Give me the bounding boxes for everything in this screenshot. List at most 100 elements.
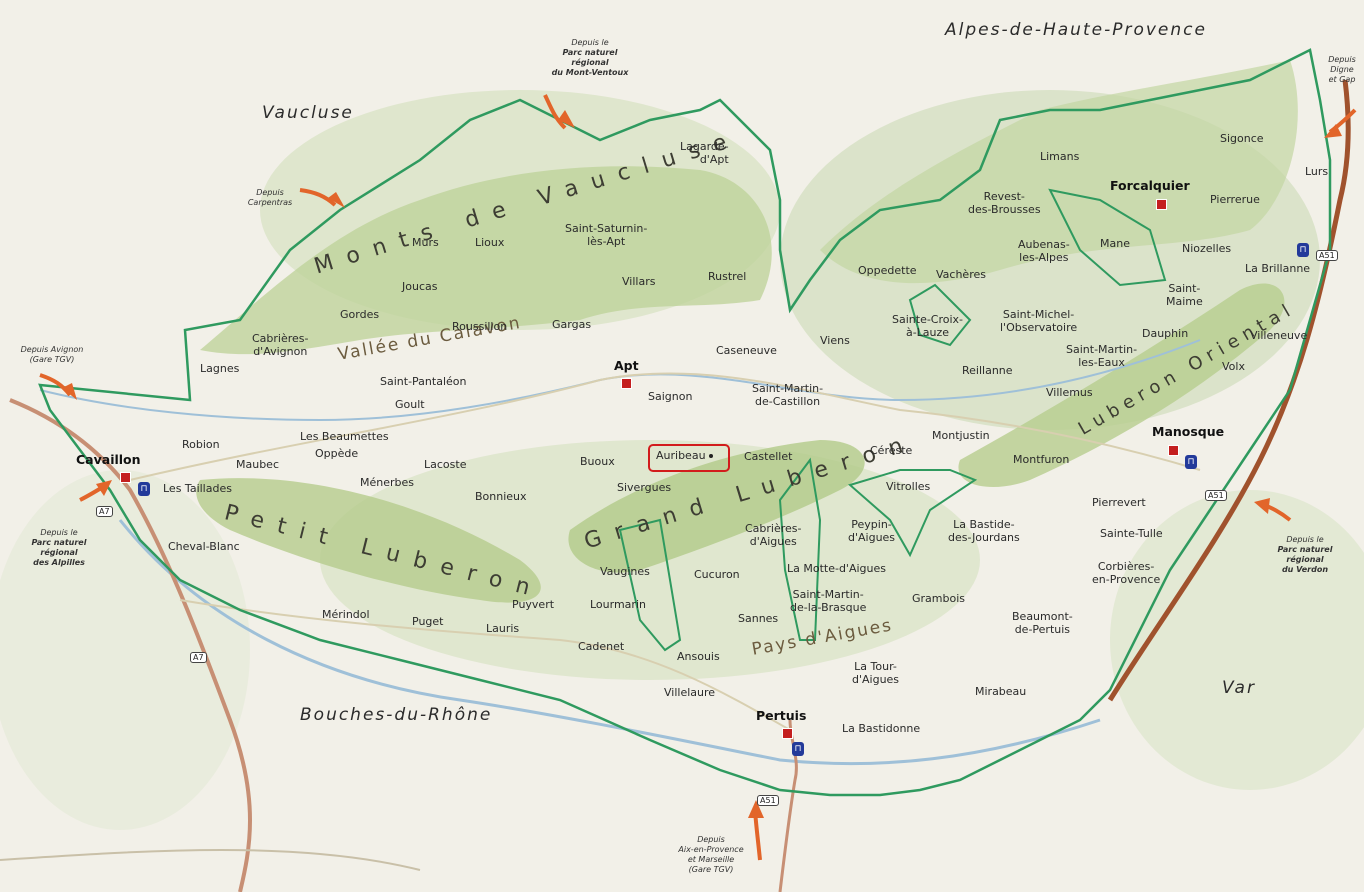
town-menerbes[interactable]: Ménerbes	[360, 476, 415, 489]
town-montjustin[interactable]: Montjustin	[932, 429, 990, 442]
town-sainte-croix-a-lauze[interactable]: Sainte-Croix- à-Lauze	[892, 313, 964, 339]
town-pierrevert[interactable]: Pierrevert	[1092, 496, 1146, 509]
town-beaumont-de-pertuis[interactable]: Beaumont- de-Pertuis	[1012, 610, 1073, 636]
town-lagarde-d-apt[interactable]: Lagarde- d'Apt	[680, 140, 729, 166]
town-saint-pantaleon[interactable]: Saint-Pantaléon	[380, 375, 467, 388]
town-les-taillades[interactable]: Les Taillades	[163, 482, 232, 495]
town-sivergues[interactable]: Sivergues	[617, 481, 672, 494]
town-villeneuve[interactable]: Villeneuve	[1250, 329, 1308, 342]
town-auribeau-label: Auribeau	[656, 449, 706, 462]
town-vitrolles[interactable]: Vitrolles	[886, 480, 931, 493]
town-murs[interactable]: Murs	[412, 236, 439, 249]
town-caseneuve[interactable]: Caseneuve	[716, 344, 777, 357]
note-from-digne-gap: Depuis Digne et Gap	[1322, 55, 1362, 85]
city-cavaillon[interactable]: Cavaillon	[76, 452, 141, 467]
town-saint-martin-de-la-brasque[interactable]: Saint-Martin- de-la-Brasque	[790, 588, 867, 614]
train-station-icon: ⊓	[138, 482, 150, 496]
town-lacoste[interactable]: Lacoste	[424, 458, 467, 471]
town-merindol[interactable]: Mérindol	[322, 608, 370, 621]
note-line: Parc naturel régional	[31, 538, 87, 557]
note-from-alpilles: Depuis le Parc naturel régional des Alpi…	[14, 528, 104, 568]
note-from-carpentras: Depuis Carpentras	[240, 188, 300, 208]
town-viens[interactable]: Viens	[820, 334, 850, 347]
town-goult[interactable]: Goult	[395, 398, 425, 411]
town-bonnieux[interactable]: Bonnieux	[475, 490, 527, 503]
city-pertuis[interactable]: Pertuis	[756, 708, 807, 723]
town-niozelles[interactable]: Niozelles	[1182, 242, 1232, 255]
town-saignon[interactable]: Saignon	[648, 390, 693, 403]
train-station-icon: ⊓	[1297, 243, 1309, 257]
town-cucuron[interactable]: Cucuron	[694, 568, 740, 581]
town-rustrel[interactable]: Rustrel	[708, 270, 747, 283]
town-maubec[interactable]: Maubec	[236, 458, 280, 471]
town-vacheres[interactable]: Vachères	[936, 268, 986, 281]
note-line: Depuis le	[40, 528, 78, 537]
town-villelaure[interactable]: Villelaure	[664, 686, 716, 699]
town-mane[interactable]: Mane	[1100, 237, 1130, 250]
town-lagnes[interactable]: Lagnes	[200, 362, 240, 375]
town-cheval-blanc[interactable]: Cheval-Blanc	[168, 540, 240, 553]
town-saint-martin-les-eaux[interactable]: Saint-Martin- les-Eaux	[1066, 343, 1138, 369]
town-oppedette[interactable]: Oppedette	[858, 264, 917, 277]
town-lioux[interactable]: Lioux	[475, 236, 505, 249]
town-la-tour-d-aigues[interactable]: La Tour- d'Aigues	[852, 660, 900, 686]
town-cabrieres-d-avignon[interactable]: Cabrières- d'Avignon	[252, 332, 309, 358]
town-saint-saturnin-les-apt[interactable]: Saint-Saturnin- lès-Apt	[565, 222, 648, 248]
town-gordes[interactable]: Gordes	[340, 308, 380, 321]
town-saint-maime[interactable]: Saint- Maime	[1166, 282, 1203, 308]
town-saint-michel-l-observatoire[interactable]: Saint-Michel- l'Observatoire	[1000, 308, 1078, 334]
highlight-box-auribeau	[648, 444, 730, 472]
town-villars[interactable]: Villars	[622, 275, 656, 288]
city-pin-pertuis	[782, 728, 793, 739]
town-lauris[interactable]: Lauris	[486, 622, 520, 635]
city-apt[interactable]: Apt	[614, 358, 639, 373]
town-grambois[interactable]: Grambois	[912, 592, 966, 605]
town-cereste[interactable]: Céreste	[870, 444, 913, 457]
town-sigonce[interactable]: Sigonce	[1220, 132, 1264, 145]
town-montfuron[interactable]: Montfuron	[1013, 453, 1070, 466]
town-les-beaumettes[interactable]: Les Beaumettes	[300, 430, 389, 443]
town-oppede[interactable]: Oppède	[315, 447, 359, 460]
town-reillanne[interactable]: Reillanne	[962, 364, 1013, 377]
town-sainte-tulle[interactable]: Sainte-Tulle	[1100, 527, 1163, 540]
town-joucas[interactable]: Joucas	[402, 280, 438, 293]
city-forcalquier[interactable]: Forcalquier	[1110, 178, 1190, 193]
department-var: Var	[1222, 678, 1256, 698]
town-puyvert[interactable]: Puyvert	[512, 598, 555, 611]
town-aubenas-les-alpes[interactable]: Aubenas- les-Alpes	[1018, 238, 1070, 264]
town-la-brillanne[interactable]: La Brillanne	[1245, 262, 1311, 275]
note-from-avignon: Depuis Avignon (Gare TGV)	[12, 345, 92, 365]
town-puget[interactable]: Puget	[412, 615, 444, 628]
town-vaugines[interactable]: Vaugines	[600, 565, 650, 578]
note-line: Depuis le	[1286, 535, 1324, 544]
town-dauphin[interactable]: Dauphin	[1142, 327, 1189, 340]
town-gargas[interactable]: Gargas	[552, 318, 592, 331]
town-ansouis[interactable]: Ansouis	[677, 650, 720, 663]
town-buoux[interactable]: Buoux	[580, 455, 615, 468]
town-pierrerue[interactable]: Pierrerue	[1210, 193, 1260, 206]
town-revest-des-brousses[interactable]: Revest- des-Brousses	[968, 190, 1041, 216]
town-saint-martin-de-castillon[interactable]: Saint-Martin- de-Castillon	[752, 382, 824, 408]
town-la-bastide-des-jourdans[interactable]: La Bastide- des-Jourdans	[948, 518, 1020, 544]
town-corbieres-en-provence[interactable]: Corbières- en-Provence	[1092, 560, 1161, 586]
town-lurs[interactable]: Lurs	[1305, 165, 1329, 178]
town-la-bastidonne[interactable]: La Bastidonne	[842, 722, 921, 735]
town-limans[interactable]: Limans	[1040, 150, 1080, 163]
town-cadenet[interactable]: Cadenet	[578, 640, 625, 653]
city-manosque[interactable]: Manosque	[1152, 424, 1225, 439]
town-auribeau[interactable]: Auribeau	[656, 449, 716, 462]
town-castellet[interactable]: Castellet	[744, 450, 793, 463]
town-mirabeau[interactable]: Mirabeau	[975, 685, 1027, 698]
town-lourmarin[interactable]: Lourmarin	[590, 598, 646, 611]
town-cabrieres-d-aigues[interactable]: Cabrières- d'Aigues	[745, 522, 802, 548]
town-peypin-d-aigues[interactable]: Peypin- d'Aigues	[848, 518, 896, 544]
note-line: Carpentras	[247, 198, 293, 207]
town-la-motte-d-aigues[interactable]: La Motte-d'Aigues	[787, 562, 886, 575]
town-robion[interactable]: Robion	[182, 438, 220, 451]
town-roussillon[interactable]: Roussillon	[452, 320, 508, 333]
town-villemus[interactable]: Villemus	[1046, 386, 1093, 399]
town-volx[interactable]: Volx	[1222, 360, 1245, 373]
town-sannes[interactable]: Sannes	[738, 612, 779, 625]
